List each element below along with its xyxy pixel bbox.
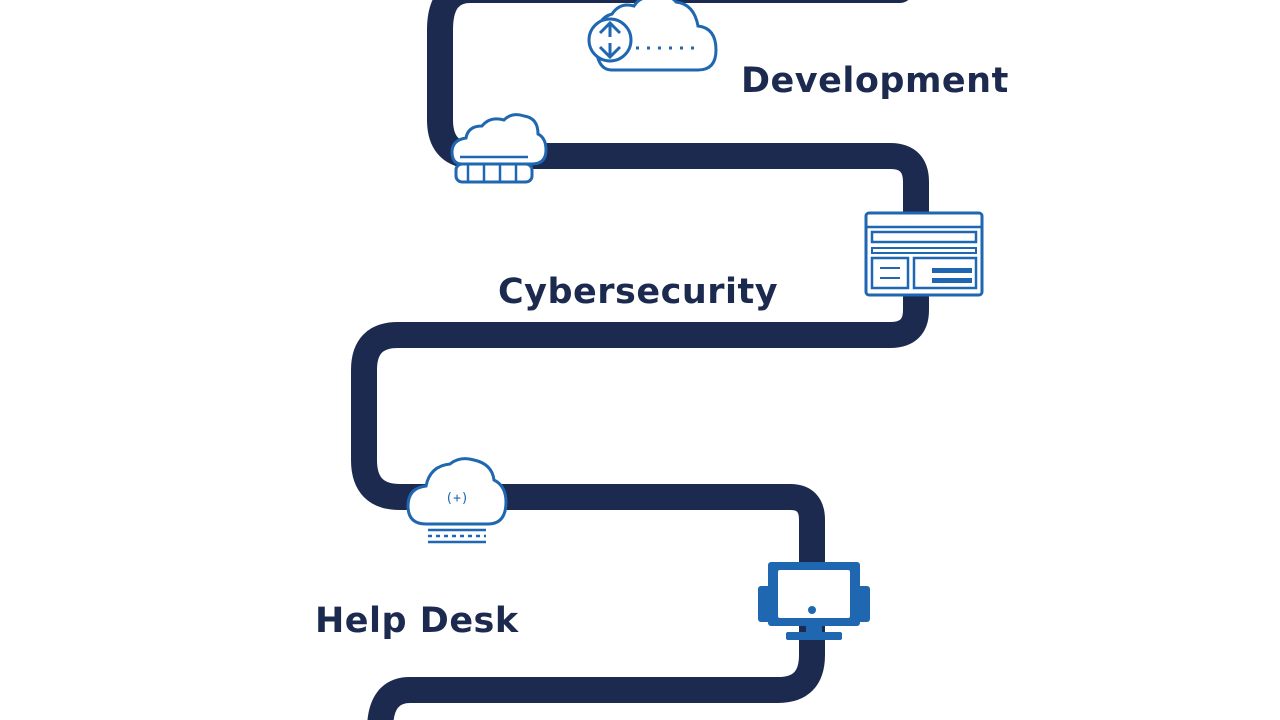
cloud-code-icon: (+) — [406, 457, 508, 544]
svg-text:(+): (+) — [445, 491, 468, 506]
stage-label-development: Development — [741, 61, 1009, 101]
winding-road-path — [351, 0, 929, 720]
cloud-server-icon — [450, 113, 548, 184]
desktop-monitor-icon — [758, 562, 870, 640]
stage-label-help-desk: Help Desk — [315, 601, 519, 641]
stage-label-cybersecurity: Cybersecurity — [498, 272, 779, 312]
cloud-sync-icon — [587, 0, 718, 72]
dashboard-window-icon — [864, 211, 984, 297]
